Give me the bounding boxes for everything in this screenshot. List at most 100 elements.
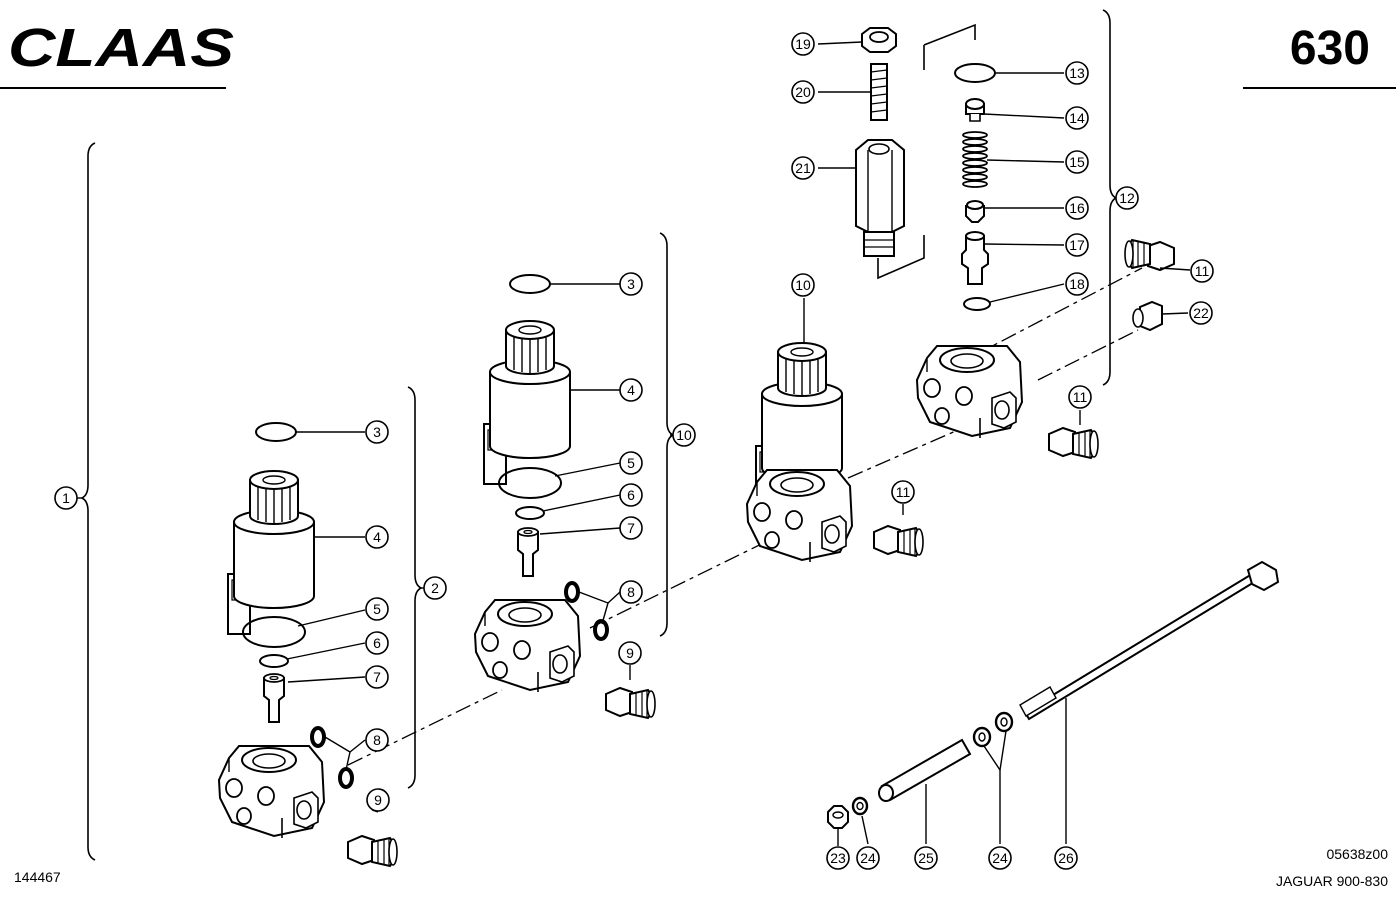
o-ring-6 bbox=[515, 506, 545, 520]
leader-lines bbox=[76, 41, 1191, 846]
svg-text:4: 4 bbox=[373, 529, 381, 545]
callout-26[interactable]: 26 bbox=[1054, 846, 1078, 870]
seat-16 bbox=[965, 200, 985, 223]
callout-23[interactable]: 23 bbox=[826, 846, 850, 870]
callout-18[interactable]: 18 bbox=[1065, 272, 1089, 296]
svg-text:15: 15 bbox=[1069, 154, 1085, 170]
callout-11-middle[interactable]: 11 bbox=[1068, 385, 1092, 409]
callout-19[interactable]: 19 bbox=[791, 32, 815, 56]
stud-20 bbox=[870, 63, 888, 121]
callout-11-lower[interactable]: 11 bbox=[891, 480, 915, 504]
svg-text:9: 9 bbox=[626, 645, 634, 661]
callout-1[interactable]: 1 bbox=[54, 486, 78, 510]
seal-ring-8b bbox=[593, 619, 609, 641]
callout-10-coil[interactable]: 10 bbox=[791, 273, 815, 297]
o-ring-13 bbox=[954, 63, 996, 83]
valve-assembly-main bbox=[746, 342, 924, 563]
callout-20[interactable]: 20 bbox=[791, 80, 815, 104]
pressure-fitting-stack bbox=[855, 27, 905, 257]
callout-9-upper[interactable]: 9 bbox=[618, 641, 642, 665]
callout-6-lower[interactable]: 6 bbox=[365, 631, 389, 655]
svg-text:10: 10 bbox=[795, 277, 811, 293]
o-ring-6 bbox=[259, 654, 289, 668]
svg-text:5: 5 bbox=[627, 455, 635, 471]
valve-body bbox=[218, 745, 325, 839]
callout-13[interactable]: 13 bbox=[1065, 61, 1089, 85]
callout-14[interactable]: 14 bbox=[1065, 106, 1089, 130]
nut-19 bbox=[861, 27, 897, 53]
callout-10-bracket[interactable]: 10 bbox=[672, 423, 696, 447]
callout-3-lower[interactable]: 3 bbox=[365, 420, 389, 444]
callout-4-upper[interactable]: 4 bbox=[619, 378, 643, 402]
svg-text:23: 23 bbox=[830, 850, 846, 866]
tie-rod-26 bbox=[1019, 560, 1280, 721]
callout-7-upper[interactable]: 7 bbox=[619, 516, 643, 540]
cap-14 bbox=[965, 98, 985, 122]
svg-text:6: 6 bbox=[627, 487, 635, 503]
callout-9-lower[interactable]: 9 bbox=[366, 788, 390, 812]
callout-5-lower[interactable]: 5 bbox=[365, 597, 389, 621]
o-ring-3 bbox=[255, 422, 297, 442]
solenoid-coil-4 bbox=[227, 470, 315, 635]
seal-ring-8a bbox=[564, 581, 580, 603]
callout-11-top[interactable]: 11 bbox=[1190, 259, 1214, 283]
piston-17 bbox=[961, 231, 989, 285]
callout-15[interactable]: 15 bbox=[1065, 150, 1089, 174]
svg-text:16: 16 bbox=[1069, 200, 1085, 216]
svg-text:13: 13 bbox=[1069, 65, 1085, 81]
spring-15 bbox=[962, 131, 988, 188]
svg-text:3: 3 bbox=[627, 276, 635, 292]
svg-text:2: 2 bbox=[431, 580, 439, 596]
svg-text:8: 8 bbox=[373, 732, 381, 748]
callout-25[interactable]: 25 bbox=[914, 846, 938, 870]
footer-left-code: 144467 bbox=[14, 869, 61, 885]
svg-text:7: 7 bbox=[627, 520, 635, 536]
nut-23 bbox=[827, 805, 849, 829]
screw-fitting-11 bbox=[1048, 427, 1099, 459]
callout-7-lower[interactable]: 7 bbox=[365, 665, 389, 689]
valve-spool-7 bbox=[263, 673, 285, 723]
svg-text:11: 11 bbox=[1195, 263, 1210, 279]
callout-12[interactable]: 12 bbox=[1115, 186, 1139, 210]
svg-text:22: 22 bbox=[1193, 305, 1209, 321]
callout-17[interactable]: 17 bbox=[1065, 233, 1089, 257]
svg-text:7: 7 bbox=[373, 669, 381, 685]
callout-5-upper[interactable]: 5 bbox=[619, 451, 643, 475]
svg-text:3: 3 bbox=[373, 424, 381, 440]
callout-21[interactable]: 21 bbox=[791, 156, 815, 180]
callout-2[interactable]: 2 bbox=[423, 576, 447, 600]
svg-text:8: 8 bbox=[627, 584, 635, 600]
bracket-bottom-21 bbox=[877, 235, 925, 280]
screw-fitting-11 bbox=[873, 525, 924, 557]
bracket-top-13 bbox=[923, 23, 976, 70]
bracket-assembly-2 bbox=[407, 386, 423, 789]
svg-text:14: 14 bbox=[1069, 110, 1085, 126]
svg-text:20: 20 bbox=[795, 84, 811, 100]
callout-6-upper[interactable]: 6 bbox=[619, 483, 643, 507]
callout-16[interactable]: 16 bbox=[1065, 196, 1089, 220]
o-ring-3 bbox=[509, 274, 551, 294]
callout-24-right[interactable]: 24 bbox=[988, 846, 1012, 870]
callout-4-lower[interactable]: 4 bbox=[365, 525, 389, 549]
svg-text:10: 10 bbox=[676, 427, 692, 443]
bracket-assembly-1 bbox=[80, 142, 96, 861]
seal-ring-8b bbox=[338, 767, 354, 789]
callout-3-upper[interactable]: 3 bbox=[619, 272, 643, 296]
brand-logo: CLAAS bbox=[8, 18, 234, 78]
svg-text:4: 4 bbox=[627, 382, 635, 398]
callout-24-left[interactable]: 24 bbox=[856, 846, 880, 870]
svg-text:11: 11 bbox=[896, 484, 911, 500]
callout-22[interactable]: 22 bbox=[1189, 301, 1213, 325]
callout-8-lower[interactable]: 8 bbox=[365, 728, 389, 752]
footer: 144467 05638z00 JAGUAR 900-830 bbox=[14, 846, 1388, 889]
svg-text:9: 9 bbox=[374, 792, 382, 808]
svg-text:12: 12 bbox=[1119, 190, 1135, 206]
svg-text:18: 18 bbox=[1069, 276, 1085, 292]
svg-text:5: 5 bbox=[373, 601, 381, 617]
svg-text:6: 6 bbox=[373, 635, 381, 651]
svg-text:19: 19 bbox=[795, 36, 811, 52]
callout-8-upper[interactable]: 8 bbox=[619, 580, 643, 604]
part-callouts: 1 2 3 4 5 6 7 8 9 3 4 5 6 7 8 9 10 10 11… bbox=[54, 32, 1214, 870]
